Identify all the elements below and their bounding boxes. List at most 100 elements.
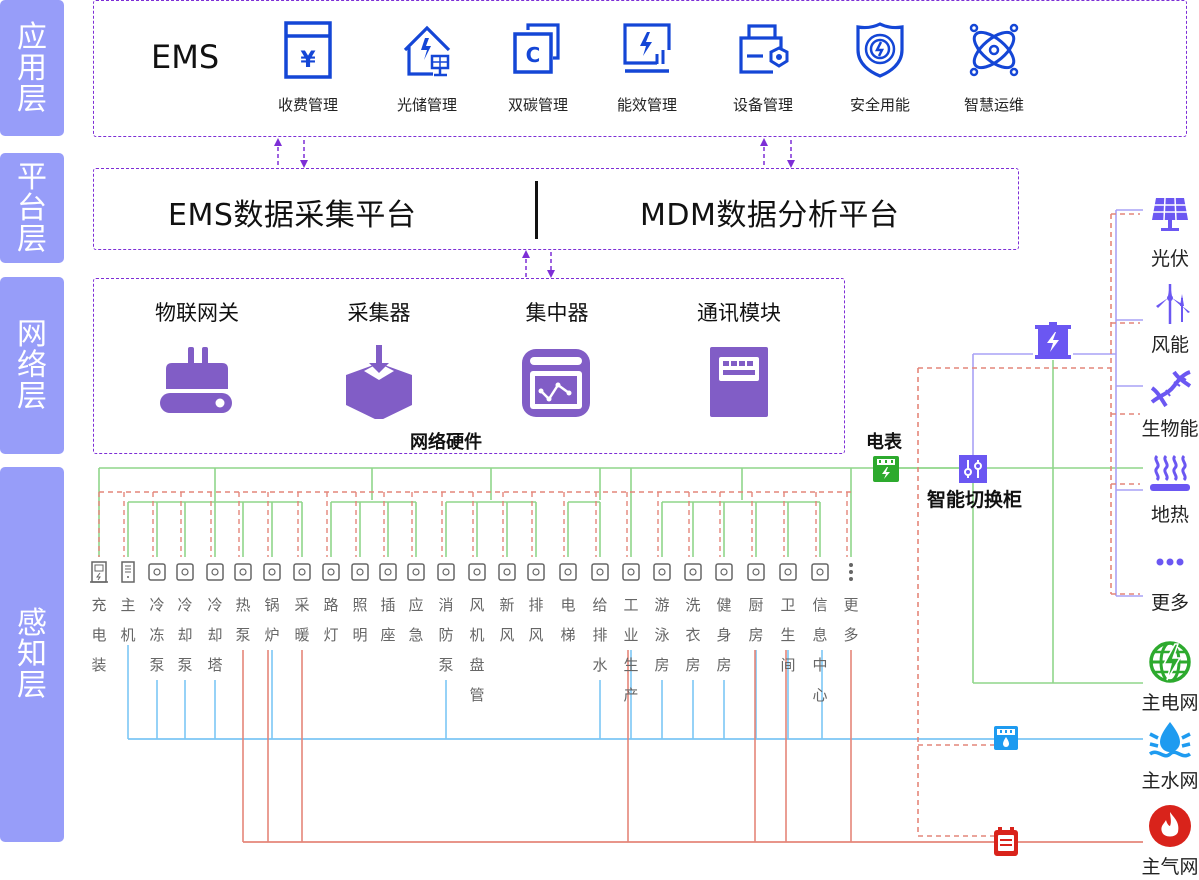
sensor-charger[interactable]: 充电装	[86, 560, 112, 680]
source-wind[interactable]: 风能	[1135, 282, 1199, 357]
source-more[interactable]: 更多	[1135, 540, 1199, 615]
toilet-icon	[779, 563, 797, 581]
switch-cabinet-label: 智能切换柜	[927, 489, 1023, 511]
kitchen-icon	[747, 563, 765, 581]
network-hardware-caption: 网络硬件	[410, 432, 482, 453]
grid-gas[interactable]: 主气网	[1135, 804, 1199, 879]
sensor-heat-pump[interactable]: 热泵	[230, 560, 256, 650]
layer-tab-network: 网络层	[0, 277, 64, 454]
swimming-icon	[653, 563, 671, 581]
app-item-solar-storage[interactable]: 光储管理	[372, 20, 482, 115]
ems-data-platform[interactable]: EMS数据采集平台	[168, 198, 417, 233]
grid-power[interactable]: 主电网	[1135, 640, 1199, 715]
sensor-fan-coil[interactable]: 风机盘管	[464, 560, 490, 710]
arrow-up-icon	[522, 250, 530, 258]
fresh-air-icon	[498, 563, 516, 581]
hw-item-label: 通讯模块	[697, 301, 781, 325]
sensor-label: 健身房	[716, 596, 732, 674]
sensor-label: 新风	[499, 596, 515, 644]
sensor-fresh-air[interactable]: 新风	[494, 560, 520, 650]
layer-tab-platform: 平台层	[0, 153, 64, 263]
app-item-safety[interactable]: 安全用能	[825, 20, 935, 115]
app-item-carbon[interactable]: C 双碳管理	[483, 20, 593, 115]
comm-module-icon	[710, 347, 768, 417]
info-center-icon	[811, 563, 829, 581]
sensor-chill-pump[interactable]: 冷冻泵	[144, 560, 170, 680]
biomass-dna-icon	[1150, 370, 1192, 408]
layer-label: 应用层	[17, 19, 47, 117]
source-label: 风能	[1150, 334, 1189, 356]
sensor-kitchen[interactable]: 厨房	[743, 560, 769, 650]
hw-item-iot-gateway[interactable]: 物联网关	[127, 297, 267, 423]
source-biomass[interactable]: 生物能	[1133, 366, 1199, 441]
sensor-host[interactable]: 主机	[115, 560, 141, 650]
sensor-label: 冷却泵	[177, 596, 193, 674]
sensor-label: 冷冻泵	[149, 596, 165, 674]
sensor-heating[interactable]: 采暖	[289, 560, 315, 650]
sensor-swimming[interactable]: 游泳房	[649, 560, 675, 680]
sensor-label: 应急	[408, 596, 424, 644]
laundry-icon	[684, 563, 702, 581]
sensor-socket[interactable]: 插座	[375, 560, 401, 650]
energy-storage-battery-icon[interactable]	[1033, 322, 1073, 362]
sensor-label: 照明	[352, 596, 368, 644]
sensor-label: 游泳房	[654, 596, 670, 674]
app-item-energy-efficiency[interactable]: 能效管理	[592, 20, 702, 115]
smart-switch-cabinet-icon[interactable]	[959, 455, 987, 483]
electric-meter-icon[interactable]	[873, 456, 899, 482]
sensor-label: 风机盘管	[469, 596, 485, 704]
sensor-emergency[interactable]: 应急	[403, 560, 429, 650]
svg-text:C: C	[526, 43, 541, 67]
collector-icon	[346, 345, 412, 421]
gas-meter-icon[interactable]	[993, 827, 1019, 857]
sensor-toilet[interactable]: 卫生间	[775, 560, 801, 680]
app-item-device-management[interactable]: 设备管理	[708, 20, 818, 115]
sensor-boiler[interactable]: 锅炉	[259, 560, 285, 650]
sensor-laundry[interactable]: 洗衣房	[680, 560, 706, 680]
more-icon	[849, 563, 853, 581]
sensor-label: 热泵	[235, 596, 251, 644]
host-icon	[121, 561, 135, 583]
grid-water[interactable]: 主水网	[1135, 718, 1199, 793]
sensor-gym[interactable]: 健身房	[711, 560, 737, 680]
water-meter-icon[interactable]	[994, 726, 1018, 750]
source-geothermal[interactable]: 地热	[1135, 452, 1199, 527]
sensor-label: 信息中心	[812, 596, 828, 704]
source-label: 光伏	[1150, 248, 1189, 270]
sensor-elevator[interactable]: 电梯	[555, 560, 581, 650]
cool-pump-icon	[176, 563, 194, 581]
application-layer-box	[93, 0, 1187, 137]
hw-item-collector[interactable]: 采集器	[309, 297, 449, 423]
sensor-lighting[interactable]: 照明	[347, 560, 373, 650]
sensor-cooling-tower[interactable]: 冷却塔	[202, 560, 228, 680]
exhaust-icon	[527, 563, 545, 581]
svg-text:¥: ¥	[300, 48, 316, 73]
hw-item-concentrator[interactable]: 集中器	[487, 297, 627, 423]
sensor-exhaust[interactable]: 排风	[523, 560, 549, 650]
sensor-fire-pump[interactable]: 消防泵	[433, 560, 459, 680]
app-item-billing[interactable]: ¥ 收费管理	[253, 20, 363, 115]
hw-item-comm-module[interactable]: 通讯模块	[669, 297, 809, 423]
power-grid-icon	[1149, 641, 1191, 683]
sensor-factory[interactable]: 工业生产	[618, 560, 644, 710]
app-item-smart-ops[interactable]: 智慧运维	[939, 20, 1049, 115]
sensor-water-supply[interactable]: 给排水	[587, 560, 613, 680]
sensor-cool-pump[interactable]: 冷却泵	[172, 560, 198, 680]
elevator-icon	[559, 563, 577, 581]
source-solar[interactable]: 光伏	[1135, 196, 1199, 271]
gas-grid-icon	[1149, 805, 1191, 847]
sensor-street-light[interactable]: 路灯	[318, 560, 344, 650]
mdm-analysis-platform[interactable]: MDM数据分析平台	[640, 198, 900, 233]
sensor-label: 插座	[380, 596, 396, 644]
sensor-label: 电梯	[560, 596, 576, 644]
layer-tab-application: 应用层	[0, 0, 64, 136]
app-item-label: 安全用能	[849, 96, 910, 114]
device-management-icon	[739, 24, 789, 74]
arrow-down-icon	[300, 160, 308, 168]
iot-gateway-icon	[160, 347, 232, 413]
app-item-label: 智慧运维	[963, 96, 1024, 114]
sensor-label: 洗衣房	[685, 596, 701, 674]
sensor-info-center[interactable]: 信息中心	[807, 560, 833, 710]
sensor-more[interactable]: 更多	[838, 560, 864, 650]
solar-panel-icon	[1152, 197, 1188, 231]
